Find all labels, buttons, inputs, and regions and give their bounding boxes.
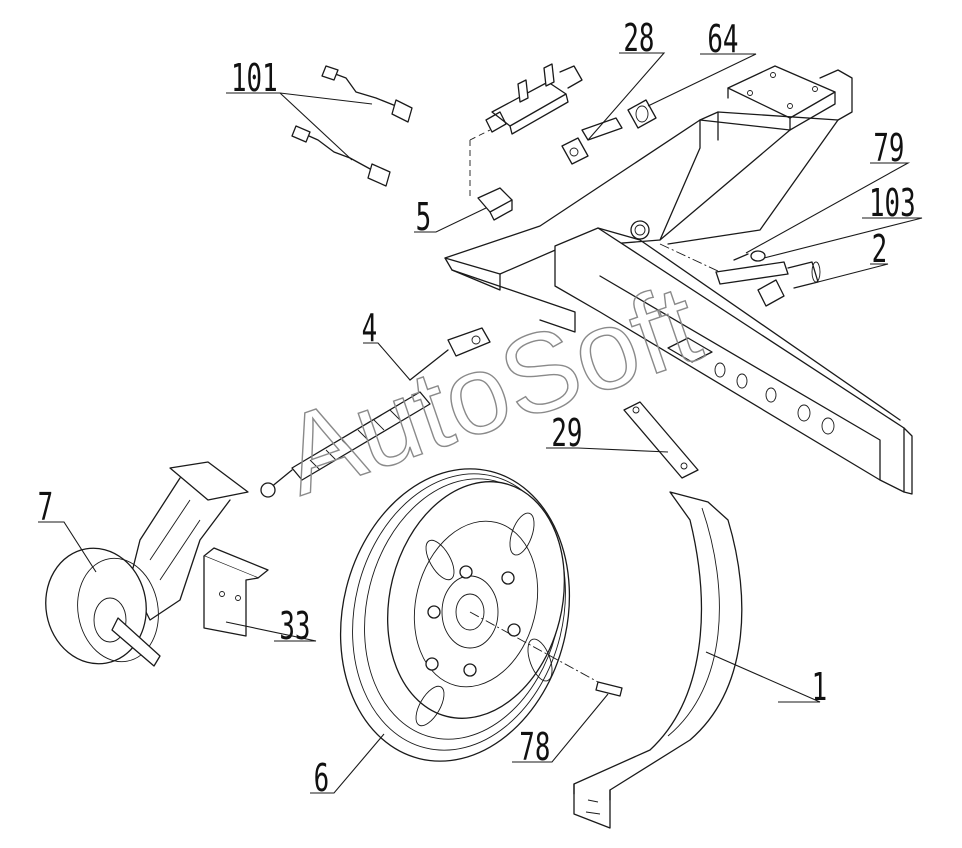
frame-assembly [444, 65, 913, 495]
sensor-cables-part-101 [291, 65, 413, 187]
clevis-rod-part-28 [561, 117, 623, 165]
key-part-78 [595, 681, 623, 697]
callout-33: 33 [279, 604, 310, 648]
callout-labels: 101 28 64 79 103 2 5 4 29 7 33 1 78 6 [38, 16, 916, 800]
callout-2: 2 [872, 227, 888, 271]
spring-rod-part-4 [260, 327, 491, 498]
washer-part-103 [750, 250, 766, 262]
bracket-part-5 [469, 129, 513, 221]
callout-78: 78 [519, 725, 550, 769]
callout-103: 103 [869, 181, 916, 225]
guide-wheel-part-6 [339, 468, 571, 762]
callout-6: 6 [314, 756, 330, 800]
callout-101: 101 [231, 56, 278, 100]
callout-1: 1 [812, 665, 828, 709]
strap-part-1 [573, 491, 743, 829]
callout-79: 79 [873, 126, 904, 170]
bracket-part-29 [623, 401, 699, 479]
pin-part-2 [715, 261, 821, 307]
caster-wheel-part-7 [45, 461, 249, 667]
callout-7: 7 [38, 485, 54, 529]
cotter-pin-part-79 [733, 253, 749, 261]
callout-28: 28 [623, 16, 654, 60]
leader-lines [38, 52, 923, 794]
hydraulic-cylinder [485, 63, 583, 135]
callout-5: 5 [416, 195, 432, 239]
bracket-part-33 [203, 547, 269, 637]
callout-64: 64 [707, 17, 738, 61]
callout-29: 29 [551, 411, 582, 455]
nut-part-64 [627, 99, 657, 129]
callout-4: 4 [362, 306, 378, 350]
